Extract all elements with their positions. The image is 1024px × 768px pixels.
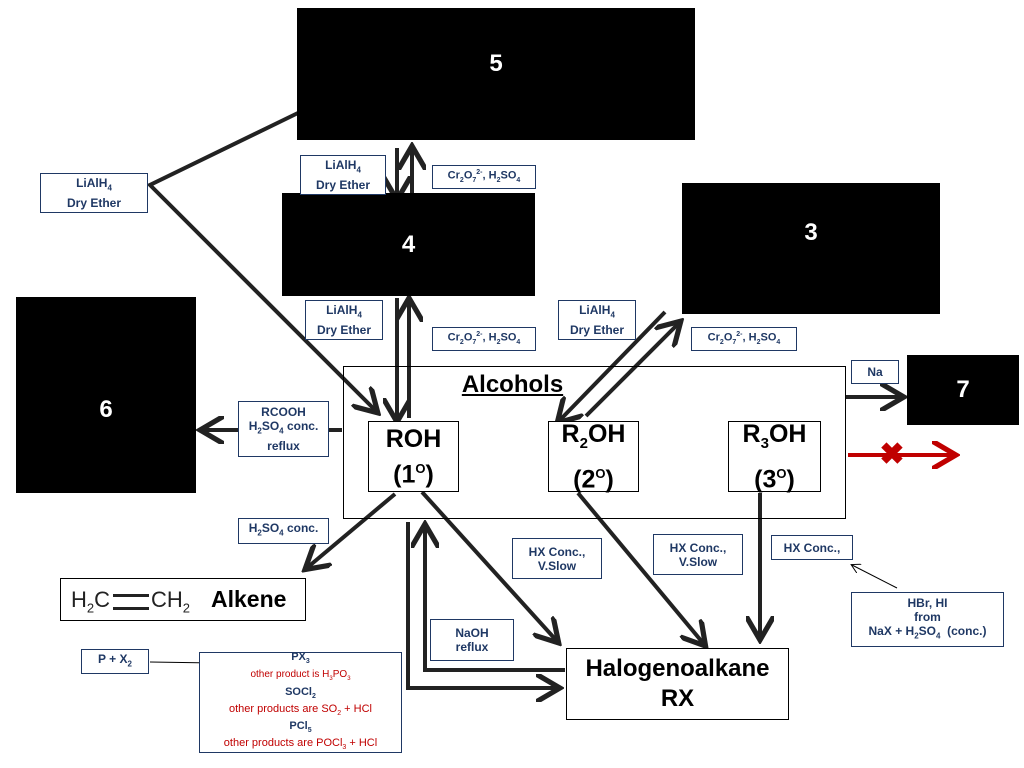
label-oxidation-right: Cr2O72-, H2SO4: [691, 327, 797, 351]
alkene-title: Alkene: [211, 586, 287, 612]
double-bond-icon: [113, 594, 149, 610]
alcohols-title: Alcohols: [461, 371, 564, 398]
ethene-formula: H2C CH2: [71, 587, 191, 616]
unknown-box-7-label: 7: [956, 376, 970, 403]
label-hbr-hi-source: HBr, HI from NaX + H2SO4 (conc.): [851, 592, 1004, 647]
unknown-box-6-label: 6: [99, 396, 113, 423]
arrow-roh-to-rx-phosphorus: [406, 522, 556, 688]
arrow-hbr-to-hx: [852, 565, 898, 589]
unknown-box-5-label: 5: [489, 50, 503, 77]
unknown-box-3: 3: [681, 182, 940, 314]
label-hx-vslow-primary: HX Conc., V.Slow: [512, 538, 602, 579]
label-p-x2: P + X2: [81, 649, 149, 674]
tertiary-alcohol-node: R3OH (3O): [728, 420, 821, 493]
label-lialh4-right: LiAlH4 Dry Ether: [558, 300, 636, 340]
unknown-box-7: 7: [907, 355, 1019, 425]
no-reaction-cross-icon: ✖: [879, 438, 905, 471]
label-sodium: Na: [851, 360, 899, 384]
halogenoalkane-node: Halogenoalkane RX: [566, 648, 789, 720]
unknown-box-3-label: 3: [804, 219, 818, 246]
label-dehydration: H2SO4 conc.: [238, 518, 329, 544]
label-hx-conc-tertiary: HX Conc.,: [771, 535, 853, 560]
arrow-roh-to-rx: [420, 490, 556, 640]
arrow-5-to-roh: [146, 110, 375, 410]
primary-alcohol-node: ROH (1O): [368, 421, 459, 492]
unknown-box-5: 5: [297, 8, 695, 140]
alkene-box: H2C CH2 Alkene: [60, 578, 306, 621]
label-oxidation-top: Cr2O72-, H2SO4: [432, 165, 536, 189]
primary-alcohol-formula: ROH: [385, 424, 442, 453]
label-lialh4-mid: LiAlH4 Dry Ether: [305, 300, 383, 340]
secondary-alcohol-node: R2OH (2O): [548, 420, 639, 493]
arrow-roh-to-alkene: [308, 492, 397, 567]
label-lialh4-left: LiAlH4 Dry Ether: [40, 173, 148, 213]
arrow-rx-to-roh: [425, 528, 565, 672]
label-lialh4-top: LiAlH4 Dry Ether: [300, 155, 386, 195]
unknown-box-4-label: 4: [401, 231, 416, 258]
phosphorus-halide-box: PX3 other product is H3PO3 SOCl2 other p…: [199, 651, 402, 753]
label-esterification: RCOOH H2SO4 conc. reflux: [238, 401, 329, 457]
unknown-box-4: 4: [282, 193, 535, 296]
arrow-r2oh-to-3: [584, 324, 678, 418]
alcohols-panel: [343, 366, 846, 519]
unknown-box-6: 6: [16, 297, 196, 493]
label-oxidation-mid: Cr2O72-, H2SO4: [432, 327, 536, 351]
label-naoh-reflux: NaOH reflux: [430, 619, 514, 661]
label-hx-vslow-secondary: HX Conc., V.Slow: [653, 534, 743, 575]
